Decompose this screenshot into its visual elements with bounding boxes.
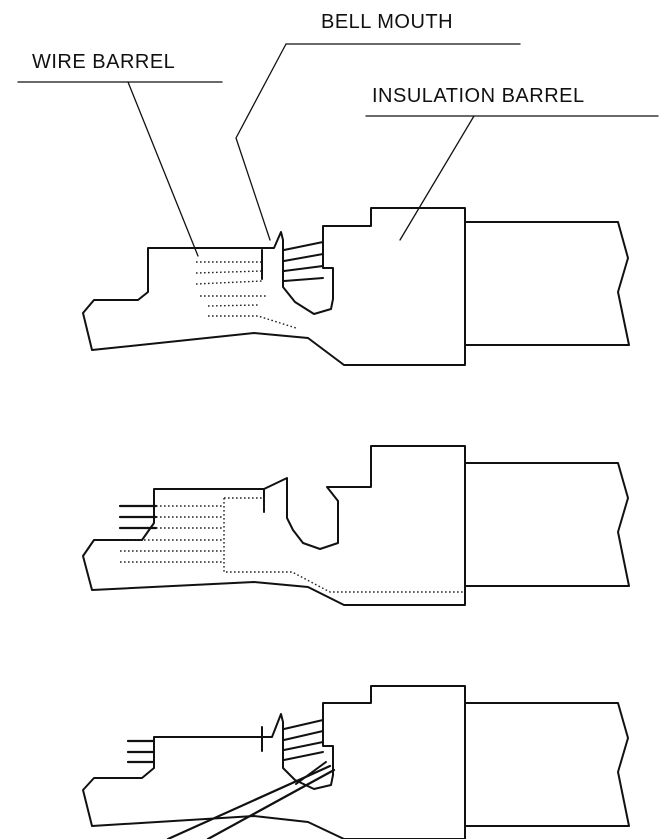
strand [283, 253, 324, 262]
bell-mouth-leader [235, 43, 287, 241]
wire-barrel-label: WIRE BARREL [32, 51, 176, 73]
insulation-barrel-label: INSULATION BARREL [372, 85, 585, 107]
figure-3-incorrect-crimp [82, 685, 630, 839]
strand [283, 719, 324, 730]
figure-1-open-terminal [82, 207, 630, 366]
wire-barrel-leader [127, 81, 199, 257]
strand [283, 730, 324, 741]
stray-strand [295, 761, 327, 785]
hidden-strand [207, 304, 259, 307]
strand [283, 265, 324, 272]
bell-mouth-label: BELL MOUTH [321, 11, 454, 33]
terminal-outline [82, 685, 466, 839]
strand [283, 277, 324, 282]
cable-insulation [464, 702, 630, 827]
cable-insulation [464, 462, 630, 587]
terminal-outline [82, 445, 466, 606]
strand [283, 741, 324, 751]
hidden-wire-outline [224, 497, 265, 512]
hidden-strand [208, 315, 297, 329]
hidden-strand [195, 270, 263, 274]
insulation-barrel-leader [399, 115, 475, 241]
stray-strand [206, 768, 336, 839]
cable-insulation [464, 221, 630, 346]
terminal-outline [82, 207, 466, 366]
figure-2-crimped-terminal [82, 445, 630, 606]
strand [283, 241, 324, 251]
strand [283, 751, 324, 761]
hidden-strand [195, 280, 263, 285]
callout-leaders [17, 43, 659, 257]
hidden-wire-outline [223, 498, 465, 593]
